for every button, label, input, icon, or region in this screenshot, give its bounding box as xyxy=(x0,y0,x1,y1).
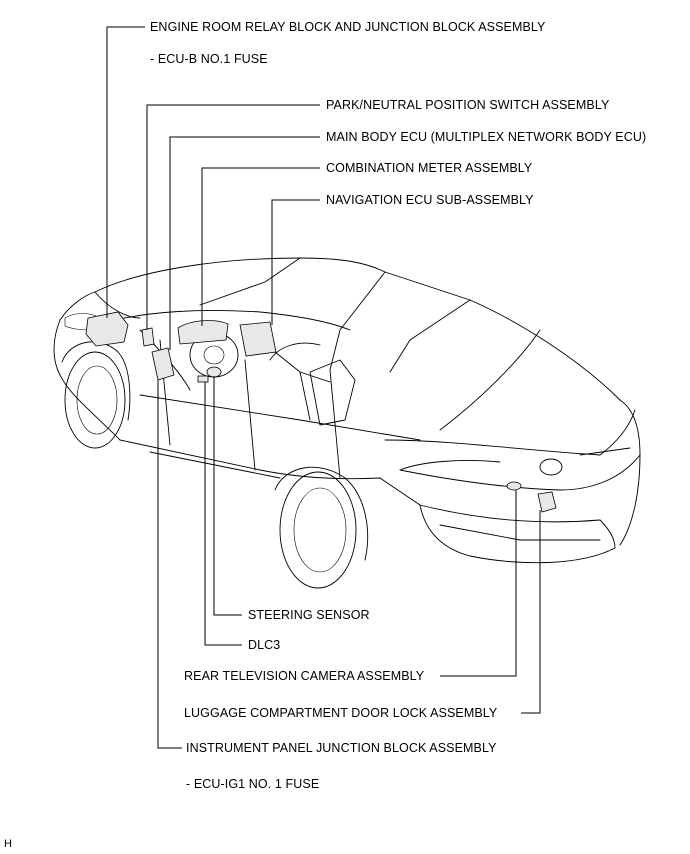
label-combination-meter: COMBINATION METER ASSEMBLY xyxy=(326,161,533,175)
car-body xyxy=(53,257,641,589)
label-steering-sensor: STEERING SENSOR xyxy=(248,608,370,622)
park-neutral-switch-part xyxy=(141,327,155,347)
rear-camera-part xyxy=(506,481,522,491)
label-park-neutral-switch: PARK/NEUTRAL POSITION SWITCH ASSEMBLY xyxy=(326,98,610,112)
label-rear-camera: REAR TELEVISION CAMERA ASSEMBLY xyxy=(184,669,425,683)
label-engine-room-relay-block: ENGINE ROOM RELAY BLOCK AND JUNCTION BLO… xyxy=(150,20,546,34)
figure-id: H xyxy=(4,838,12,850)
dlc3-part xyxy=(197,375,209,383)
label-navigation-ecu: NAVIGATION ECU SUB-ASSEMBLY xyxy=(326,193,534,207)
label-ecu-b-fuse: - ECU-B NO.1 FUSE xyxy=(150,52,268,66)
label-luggage-door-lock: LUGGAGE COMPARTMENT DOOR LOCK ASSEMBLY xyxy=(184,706,498,720)
label-dlc3: DLC3 xyxy=(248,638,281,652)
label-instrument-panel-junction-block: INSTRUMENT PANEL JUNCTION BLOCK ASSEMBLY xyxy=(186,741,497,755)
combination-meter-part xyxy=(177,320,229,345)
luggage-lock-part xyxy=(537,491,557,513)
steering-sensor-part xyxy=(206,366,222,378)
navigation-ecu-part xyxy=(239,321,277,357)
label-main-body-ecu: MAIN BODY ECU (MULTIPLEX NETWORK BODY EC… xyxy=(326,130,647,144)
main-body-ecu-part xyxy=(151,347,175,381)
engine-room-relay-block-part xyxy=(85,311,129,347)
leader-lines xyxy=(106,26,541,749)
label-ecu-ig1-fuse: - ECU-IG1 NO. 1 FUSE xyxy=(186,777,320,791)
